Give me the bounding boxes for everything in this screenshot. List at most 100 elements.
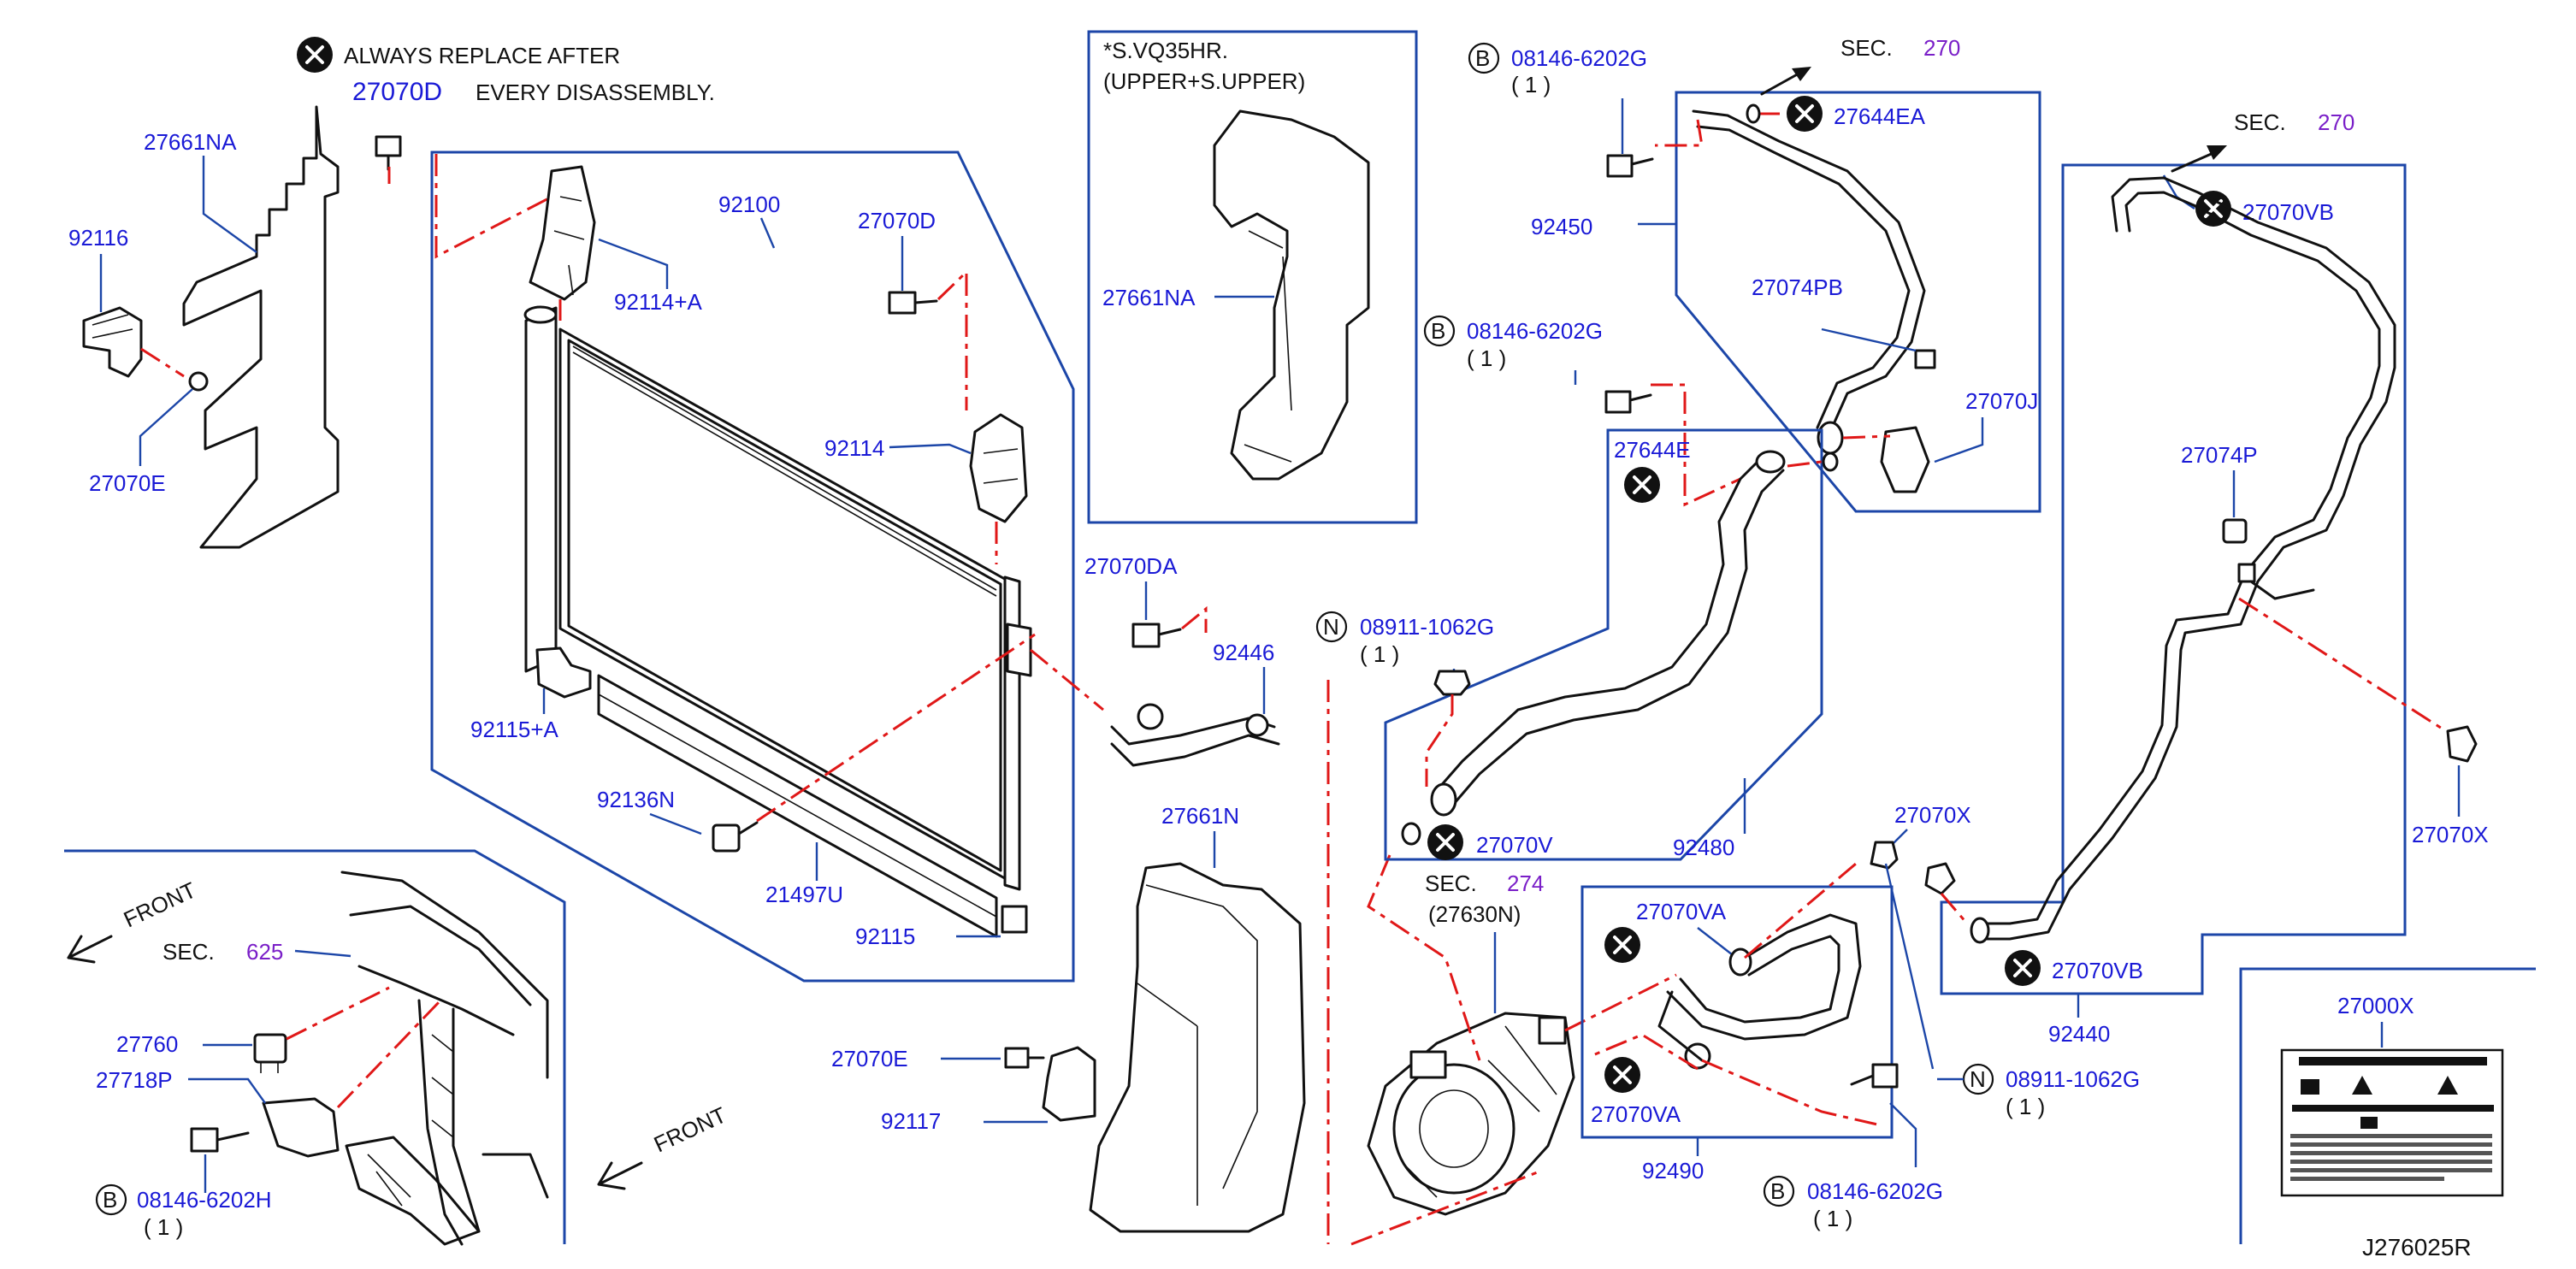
label-27644E[interactable]: 27644E [1614,437,1691,463]
fitting-27070X-b[interactable] [2446,725,2478,763]
fastener-b3[interactable]: B 08146-6202G ( 1 ) [1763,1175,1943,1231]
label-92440[interactable]: 92440 [2048,1021,2110,1047]
bolt-08146-6202H[interactable] [190,1127,250,1153]
sec625-num[interactable]: 625 [246,939,283,965]
inset-part[interactable]: 27661NA [1102,285,1196,310]
pipe-92446[interactable] [1110,703,1280,767]
label-92115A[interactable]: 92115+A [470,717,559,742]
compressor[interactable] [1367,1012,1575,1216]
fastener-b4[interactable]: B 08146-6202H ( 1 ) [95,1183,272,1240]
notice-part[interactable]: 27070D [352,78,442,106]
label-27070X-b[interactable]: 27070X [2412,822,2489,847]
bolt-b1[interactable] [1606,154,1654,178]
bolt-27070D[interactable] [375,135,402,171]
bolt-27070E-b[interactable] [1004,1047,1045,1069]
label-27074P[interactable]: 27074P [2181,442,2258,468]
label-27661N[interactable]: 27661N [1161,803,1239,829]
sensor-27760[interactable] [253,1033,287,1073]
hose-92480[interactable] [1430,450,1786,817]
condenser[interactable] [523,305,1032,934]
bolt-b3[interactable] [1850,1063,1899,1089]
replace-mark-icon-27070V [1427,824,1463,860]
label-92490[interactable]: 92490 [1642,1158,1704,1183]
clip-27070E[interactable] [188,371,209,392]
label-27070V[interactable]: 27070V [1476,832,1553,858]
group-92480 [1384,428,1823,861]
fitting-27070J[interactable] [1880,426,1930,493]
hose-92490[interactable] [1657,913,1862,1070]
fastener-n1-part[interactable]: 08911-1062G [1360,614,1494,640]
label-27000X[interactable]: 27000X [2337,993,2414,1018]
front-arrow-icon [67,935,113,964]
label-92114[interactable]: 92114 [824,435,884,461]
air-guide-27661NA[interactable] [182,105,340,549]
label-27070D-bolt[interactable]: 27070D [858,208,936,233]
fastener-n2-qty: ( 1 ) [2006,1094,2045,1119]
label-27070DA[interactable]: 27070DA [1084,553,1178,579]
pipe-92450[interactable] [1692,109,1936,455]
fastener-n2-part[interactable]: 08911-1062G [2006,1066,2140,1092]
label-27070E-b[interactable]: 27070E [831,1046,908,1071]
label-92114A[interactable]: 92114+A [614,289,703,315]
label-27070VB-a[interactable]: 27070VB [2242,199,2334,225]
bracket-27718P[interactable] [262,1097,340,1158]
bolt-27070DA[interactable] [1131,623,1182,648]
sec274-num[interactable]: 274 [1507,871,1544,896]
air-guide-inset[interactable] [1213,109,1370,481]
label-92100[interactable]: 92100 [718,192,780,217]
label-21497U[interactable]: 21497U [765,882,843,907]
label-92116[interactable]: 92116 [68,225,128,251]
fastener-b2-part[interactable]: 08146-6202G [1467,318,1603,344]
label-27644EA[interactable]: 27644EA [1834,103,1926,129]
fitting-27070X-c[interactable] [1924,862,1956,895]
sec274-sub: (27630N) [1428,901,1521,927]
fitting-27070X-a[interactable] [1870,841,1899,870]
bracket-92115A[interactable] [535,646,592,699]
bolt-92136N[interactable] [712,821,759,853]
label-27661NA[interactable]: 27661NA [144,129,237,155]
fastener-b3-part[interactable]: 08146-6202G [1807,1178,1943,1204]
label-27760[interactable]: 27760 [116,1031,178,1057]
sec625-label: SEC. [162,939,215,965]
caution-label-27000X[interactable] [2280,1048,2504,1197]
label-27070VA-a[interactable]: 27070VA [1636,899,1727,924]
sec270-b-label: SEC. [2234,109,2286,135]
sec270-a-num[interactable]: 270 [1923,35,1960,61]
pipe-92440[interactable] [1970,176,2396,944]
replace-mark-icon-27644EA [1787,96,1823,132]
fastener-b2-prefix: B [1431,318,1445,344]
bolt-27070D-b[interactable] [888,291,938,315]
label-92115[interactable]: 92115 [855,924,915,949]
air-guide-27661N[interactable] [1089,862,1306,1233]
fastener-n1[interactable]: N 08911-1062G ( 1 ) [1315,611,1494,667]
label-27074PB[interactable]: 27074PB [1752,274,1843,300]
bracket-92117[interactable] [1042,1046,1096,1122]
label-92136N[interactable]: 92136N [597,787,675,812]
radiator-support [340,871,549,1246]
sec270-b-num[interactable]: 270 [2318,109,2354,135]
bracket-92114A[interactable] [529,165,596,301]
fastener-b4-part[interactable]: 08146-6202H [137,1187,272,1213]
bolt-b2[interactable] [1604,390,1652,414]
label-27070VB-b[interactable]: 27070VB [2052,958,2143,983]
label-92117[interactable]: 92117 [881,1108,941,1134]
label-27070E-a[interactable]: 27070E [89,470,166,496]
replace-mark-icon-27070VA-a [1604,927,1640,963]
label-27070X-a[interactable]: 27070X [1894,802,1971,828]
label-92446[interactable]: 92446 [1213,640,1274,665]
bracket-92116[interactable] [82,306,143,378]
bracket-92114[interactable] [969,413,1028,523]
arrow-sec270-b-icon [2207,145,2227,160]
fastener-n2[interactable]: N 08911-1062G ( 1 ) [1962,1063,2140,1119]
fastener-b1[interactable]: B 08146-6202G ( 1 ) [1468,42,1647,97]
label-92450[interactable]: 92450 [1531,214,1592,239]
fastener-n2-prefix: N [1970,1066,1986,1092]
label-27070J[interactable]: 27070J [1965,388,2038,414]
label-27718P[interactable]: 27718P [96,1067,173,1093]
fastener-b2[interactable]: B 08146-6202G ( 1 ) [1423,315,1603,371]
nut-n1[interactable] [1433,670,1471,696]
fastener-b1-part[interactable]: 08146-6202G [1511,45,1647,71]
label-27070VA-b[interactable]: 27070VA [1591,1101,1681,1127]
label-92480[interactable]: 92480 [1673,835,1734,860]
